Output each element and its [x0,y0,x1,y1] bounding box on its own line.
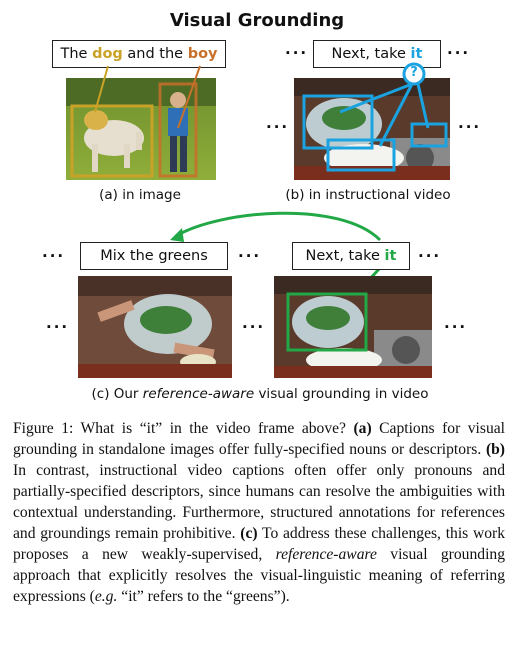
panel-c-frame-mixing [78,276,232,378]
panel-c-keyword-it: it [384,248,397,264]
panel-b-caption-box: Next, take it [313,40,441,68]
figure-caption-label: Figure 1: [13,420,74,437]
panel-c-right-caption-text: Next, take [305,248,385,264]
panel-a-keyword-dog: dog [92,46,123,62]
panel-c-ellipsis-2: ··· [238,247,262,265]
figure-caption-text-1: What is “it” in the video frame above? [73,420,354,437]
panel-a-subcaption: (a) in image [99,187,181,203]
panel-a-keyword-boy: boy [187,46,218,62]
panel-b-ellipsis-right: ··· [447,44,471,62]
question-mark-icon: ? [410,65,418,80]
panel-c-ellipsis-side-mid: ··· [242,318,266,336]
figure-caption-text-3: In contrast, instructional video caption… [13,441,509,542]
panel-c-subcaption-italic: reference-aware [142,386,255,402]
figure-caption-c-label: (c) [240,525,258,542]
figure-caption-b-label: (b) [485,441,505,458]
figure-caption-text-4: To address these challenges, this work p… [13,525,509,563]
panel-b-ellipsis-side-right: ··· [458,118,482,136]
panel-c-subcaption-part-1: (c) Our [91,386,143,402]
panel-c-ellipsis-side-right: ··· [444,318,468,336]
panel-c-frame-mixing-art [78,276,232,378]
panel-c-right-caption-box: Next, take it [292,242,410,270]
panel-b-ellipsis-left: ··· [285,44,309,62]
panel-a-caption-box: The dog and the boy [52,40,226,68]
figure-caption-text-8: “it” refers to the “greens”). [117,588,290,605]
panel-c-subcaption-part-3: visual grounding in video [254,386,429,402]
panel-c-left-caption-text: Mix the greens [100,248,208,264]
figure-caption: Figure 1: What is “it” in the video fram… [13,418,505,607]
panel-a-caption-text-2: and the [127,46,184,62]
panel-a-arrows [94,65,201,129]
panel-b-keyword-it: it [410,46,423,62]
figure-caption-text-6: visual grounding approach that explicitl… [13,546,509,605]
figure-title: Visual Grounding [169,10,345,31]
panel-b-arrows [339,62,430,147]
figure-caption-text-7-italic: e.g. [94,588,118,605]
panel-a-caption-text-1: The [60,46,88,62]
panel-c-frame-take-it-art [274,276,432,378]
panel-c-ellipsis-side-left: ··· [46,318,70,336]
panel-c-left-caption-box: Mix the greens [80,242,228,270]
panel-b-video-frame-art [294,78,450,180]
figure-caption-text-2: Captions for visual grounding in standal… [13,420,509,458]
figure-caption-text-5-italic: reference-aware [275,546,377,563]
panel-b-ellipsis-side-left: ··· [266,118,290,136]
panel-b-subcaption: (b) in instructional video [285,187,451,203]
panel-c-subcaption: (c) Our reference-aware visual grounding… [60,386,460,402]
figure-caption-a-label: (a) [353,420,372,437]
panel-c-ellipsis-3: ··· [418,247,442,265]
panel-b-video-frame [294,78,450,180]
panel-c-frame-take-it [274,276,432,378]
panel-c-ellipsis-1: ··· [42,247,66,265]
panel-b-caption-text: Next, take [331,46,411,62]
